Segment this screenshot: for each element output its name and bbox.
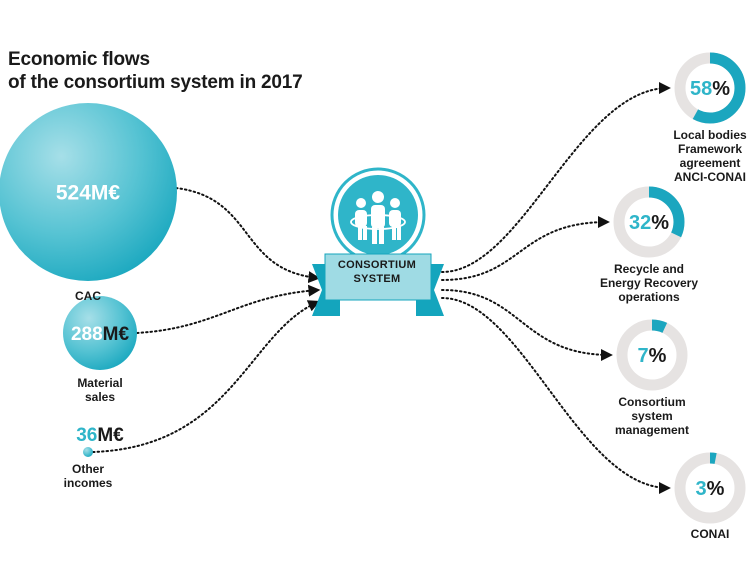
incoming-flows bbox=[92, 187, 321, 453]
flow-in-cac bbox=[175, 187, 321, 284]
people-group-icon bbox=[350, 191, 406, 244]
dest-label-conai: CONAI bbox=[690, 527, 730, 541]
source-value-cac: 524M€ bbox=[56, 182, 121, 205]
destination-rings: 58% 32% 7% 3% bbox=[613, 52, 746, 524]
ring-fill-local-bodies bbox=[674, 52, 746, 124]
ring-value-local-bodies: 58% bbox=[690, 78, 730, 100]
ring-value-system-management: 7% bbox=[638, 345, 667, 367]
source-label-cac: CAC bbox=[75, 289, 101, 303]
ring-value-recycle-energy: 32% bbox=[629, 212, 669, 234]
banner-body bbox=[324, 253, 432, 301]
flow-out-recycle-energy bbox=[441, 216, 610, 281]
source-bubble-material-sales bbox=[63, 296, 137, 370]
source-value-material-sales: 288M€ bbox=[71, 324, 130, 345]
flow-out-local-bodies bbox=[441, 82, 671, 273]
source-bubble-cac bbox=[0, 103, 177, 281]
source-value-other-incomes: 36M€ bbox=[76, 425, 124, 446]
flow-out-system-management bbox=[441, 289, 613, 361]
flow-in-other-incomes bbox=[92, 300, 321, 453]
flow-out-conai bbox=[441, 297, 671, 494]
ring-fill-system-management bbox=[616, 319, 688, 391]
ring-fill-recycle-energy bbox=[613, 186, 685, 258]
page-title: Economic flows of the consortium system … bbox=[8, 49, 303, 93]
source-bubble-other-incomes bbox=[83, 447, 93, 457]
consortium-banner bbox=[312, 253, 444, 316]
ring-fill-conai bbox=[674, 452, 746, 524]
consortium-emblem bbox=[330, 167, 426, 263]
source-bubbles: 524M€ 288M€ 36M€ bbox=[0, 103, 177, 457]
ring-value-conai: 3% bbox=[696, 478, 725, 500]
consortium-label: CONSORTIUM SYSTEM bbox=[337, 259, 417, 285]
flow-in-material-sales bbox=[136, 284, 321, 334]
outgoing-flows bbox=[441, 82, 671, 494]
